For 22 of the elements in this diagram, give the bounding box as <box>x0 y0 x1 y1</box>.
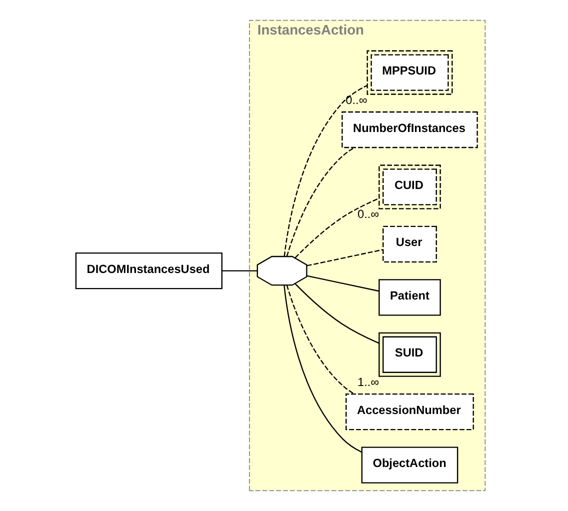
connector <box>294 198 379 258</box>
connector <box>222 270 257 272</box>
node-label: 1..∞ <box>357 374 379 389</box>
node-box: DICOMInstancesUsed <box>74 252 222 290</box>
node-box: ObjectAction <box>360 446 458 484</box>
node-label: 0..∞ <box>345 92 367 107</box>
node-octagon <box>256 256 307 286</box>
connector <box>294 283 379 344</box>
node-box: NumberOfInstances <box>341 111 478 148</box>
connector <box>306 249 382 266</box>
connector <box>283 285 362 453</box>
node-box: AccessionNumber <box>345 393 474 430</box>
node-box: Patient <box>378 279 440 316</box>
node-box: CUID <box>378 164 440 210</box>
node-box: MPPSUID <box>366 50 452 95</box>
connector <box>283 85 367 256</box>
node-label: 0..∞ <box>357 207 379 222</box>
connector <box>286 147 354 257</box>
node-box: User <box>382 226 436 262</box>
connector <box>306 275 379 292</box>
node-box: SUID <box>378 332 440 377</box>
connector <box>286 284 354 394</box>
